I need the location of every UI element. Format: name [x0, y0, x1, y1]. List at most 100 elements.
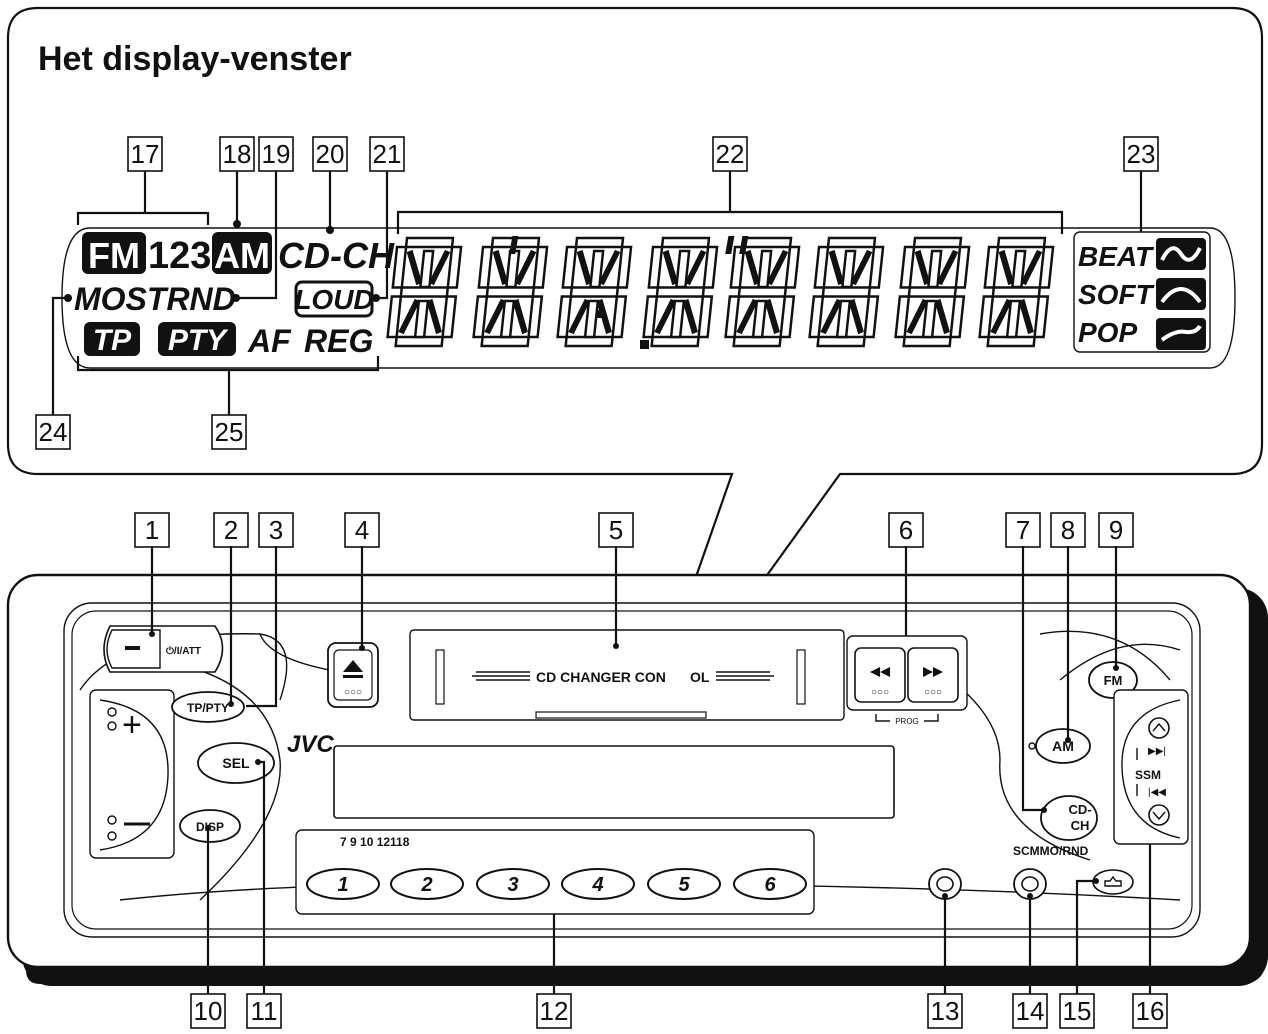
- page-title: Het display-venster: [38, 40, 352, 78]
- preset-label-1: 1: [337, 874, 348, 896]
- callout-23: 23: [1123, 136, 1159, 172]
- rewind-button[interactable]: ○○○: [854, 647, 906, 703]
- svg-text:15: 15: [1063, 996, 1092, 1026]
- preset-label-6: 6: [764, 874, 776, 896]
- fm-button-label: FM: [1104, 673, 1123, 688]
- callout-5: 5: [598, 512, 634, 548]
- preset-caption: 7 9 10 12118: [340, 835, 410, 849]
- callout-20: 20: [312, 136, 348, 172]
- sound-mode-indicators: BEAT SOFT POP: [1073, 231, 1211, 353]
- brand-logo: JVC: [287, 731, 334, 758]
- preset-button-3[interactable]: 3: [476, 868, 550, 900]
- callout-17: 17: [127, 136, 163, 172]
- callout-25: 25: [211, 414, 247, 450]
- button-14[interactable]: [1013, 868, 1047, 900]
- up-arrow-icon[interactable]: [1148, 717, 1170, 739]
- segment-char-1: [386, 236, 463, 348]
- callout-22: 22: [712, 136, 748, 172]
- svg-text:22: 22: [716, 139, 745, 169]
- fm-indicator-bg: [82, 232, 146, 274]
- segment-characters: [386, 236, 1055, 348]
- ssm-label: SSM: [1135, 768, 1161, 782]
- svg-text:16: 16: [1136, 996, 1165, 1026]
- svg-text:○○○: ○○○: [871, 687, 889, 698]
- loud-indicator-bg: [294, 280, 374, 318]
- cdch-indicator: CD-CH: [278, 235, 395, 276]
- power-att-button[interactable]: ⏻/I/ATT: [103, 625, 224, 673]
- preset-label-5: 5: [678, 874, 690, 896]
- cd-ch-button[interactable]: CD- CH: [1040, 795, 1098, 841]
- svg-text:3: 3: [269, 515, 283, 545]
- svg-text:19: 19: [262, 139, 291, 169]
- preset-button-5[interactable]: 5: [647, 868, 721, 900]
- segment-char-5: [724, 236, 801, 348]
- preset-label-2: 2: [420, 874, 432, 896]
- volume-control[interactable]: +: [89, 689, 175, 859]
- svg-text:6: 6: [899, 515, 913, 545]
- svg-text:8: 8: [1061, 515, 1075, 545]
- svg-text:7: 7: [1016, 515, 1030, 545]
- display-leader-lines: [51, 171, 1143, 415]
- preset-button-2[interactable]: 2: [390, 868, 464, 900]
- sound-mode-frame: [1073, 231, 1211, 353]
- af-indicator: AF: [247, 323, 292, 359]
- svg-text:14: 14: [1016, 996, 1045, 1026]
- callout-7: 7: [1005, 512, 1041, 548]
- segment-char-7: [894, 236, 971, 348]
- tp-pty-button[interactable]: TP/PTY: [171, 691, 245, 723]
- segment-separators: [509, 236, 749, 349]
- band-123-indicator: 123: [148, 235, 211, 277]
- preset-button-4[interactable]: 4: [561, 868, 635, 900]
- svg-text:11: 11: [251, 996, 278, 1026]
- pty-indicator: PTY: [168, 324, 229, 357]
- display-left-indicators: FM 123 AM CD-CH MOSTRND LOUD TP PTY AF R…: [74, 232, 395, 359]
- preset-button-6[interactable]: 6: [733, 868, 807, 900]
- svg-text:20: 20: [316, 139, 345, 169]
- svg-text:13: 13: [931, 996, 960, 1026]
- fast-forward-button[interactable]: ○○○: [907, 647, 959, 703]
- prog-label: PROG: [895, 717, 919, 726]
- callout-1: 1: [134, 512, 170, 548]
- release-icon: [1104, 875, 1122, 887]
- volume-up-icon[interactable]: +: [122, 706, 142, 744]
- svg-text:10: 10: [194, 996, 223, 1026]
- am-button[interactable]: AM: [1028, 728, 1091, 764]
- cd-ch-button-label-1: CD-: [1068, 802, 1091, 817]
- cd-changer-slot: CD CHANGER CON OL: [409, 629, 845, 721]
- segment-char-2: [472, 236, 549, 348]
- down-arrow-icon[interactable]: [1148, 804, 1170, 826]
- sel-button[interactable]: SEL: [197, 742, 275, 784]
- callout-14: 14: [1012, 993, 1048, 1029]
- am-indicator-bg: [212, 232, 272, 274]
- eject-button[interactable]: ○○○: [327, 642, 379, 708]
- scm-mo-rnd-caption: SCMMO/RND: [1013, 844, 1089, 858]
- track-buttons: ○○○ ○○○ PROG: [846, 635, 968, 726]
- cd-changer-label-tail: OL: [690, 669, 710, 685]
- release-button[interactable]: [1092, 869, 1134, 895]
- pop-curve-icon: [1156, 318, 1206, 350]
- callout-24: 24: [35, 414, 71, 450]
- callout-18: 18: [219, 136, 255, 172]
- preset-button-1[interactable]: 1: [306, 868, 380, 900]
- segment-char-4: [642, 236, 719, 348]
- callout-21: 21: [369, 136, 405, 172]
- callout-2: 2: [213, 512, 249, 548]
- button-13[interactable]: [928, 868, 962, 900]
- fm-button[interactable]: FM: [1088, 661, 1138, 699]
- callout-3: 3: [258, 512, 294, 548]
- fast-forward-icon: [923, 667, 943, 677]
- preset-panel: 7 9 10 12118 1 2 3 4 5 6: [295, 829, 815, 915]
- loud-indicator: LOUD: [294, 284, 373, 315]
- svg-text:○○○: ○○○: [924, 687, 942, 698]
- svg-text:21: 21: [373, 139, 402, 169]
- preset-label-4: 4: [591, 874, 603, 896]
- next-track-icon: ▶▶|: [1148, 746, 1166, 757]
- svg-text:○○○: ○○○: [344, 687, 362, 698]
- svg-text:9: 9: [1109, 515, 1123, 545]
- callout-8: 8: [1050, 512, 1086, 548]
- svg-text:12: 12: [540, 996, 569, 1026]
- ssm-control[interactable]: ▶▶| SSM |◀◀: [1113, 689, 1189, 845]
- reg-indicator: REG: [304, 323, 373, 359]
- svg-text:23: 23: [1127, 139, 1156, 169]
